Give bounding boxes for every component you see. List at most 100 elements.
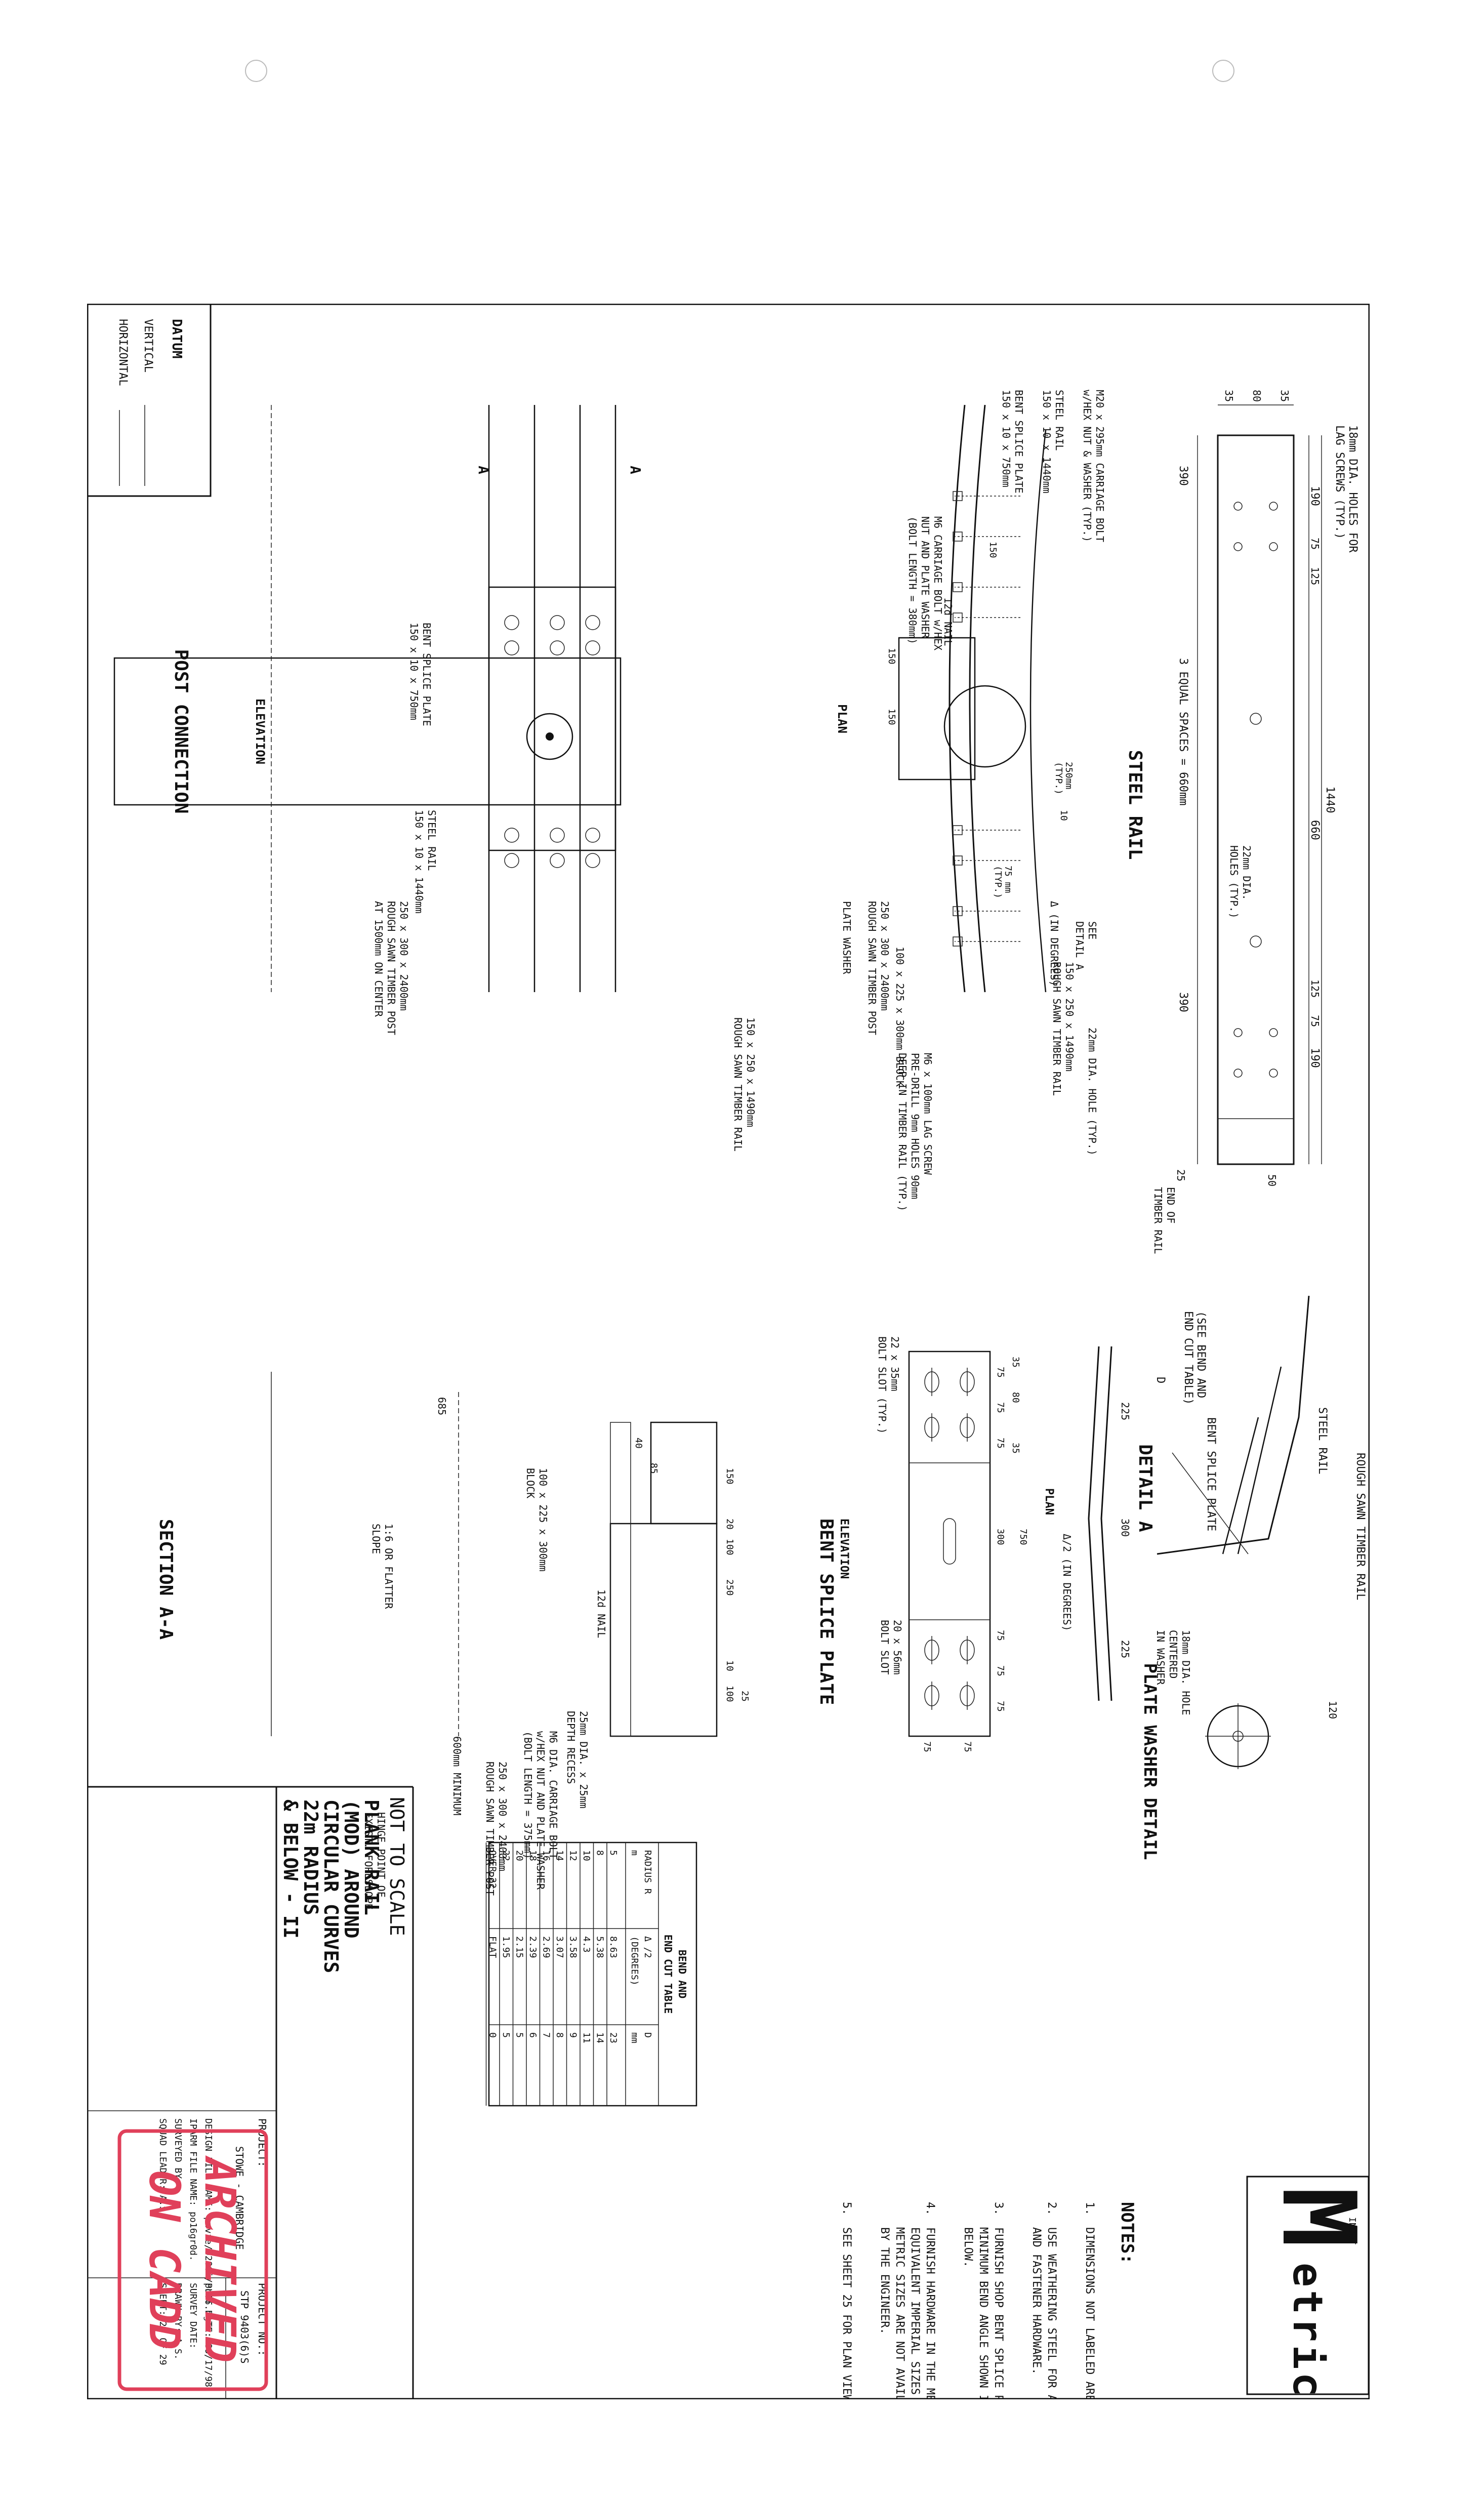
svg-text:BLOCK: BLOCK [524,1468,537,1498]
svg-text:225: 225 [1119,1402,1131,1420]
lag-hole [1269,542,1278,551]
bolt-hole [550,615,565,630]
plot-date: PLOT DATE: 09/17/98 [203,2283,214,2387]
svg-text:75: 75 [962,1741,973,1752]
note-line: BY THE ENGINEER. [878,2227,891,2335]
svg-text:150 x 10 x 750mm: 150 x 10 x 750mm [1000,390,1012,487]
svg-text:M6 x 100mm LAG SCREW: M6 x 100mm LAG SCREW [922,1053,934,1175]
svg-text:150 x 10 x 1440mm: 150 x 10 x 1440mm [1041,390,1053,494]
title-line: & BELOW - II [279,1799,302,1939]
svg-text:CENTERED: CENTERED [1167,1630,1179,1678]
archived-stamp: ARCHIVED ON CADD [117,2129,268,2391]
table-col-head: D [642,2032,653,2038]
svg-text:75: 75 [1309,1015,1321,1027]
note-number: 1. [1083,2202,1096,2216]
drawn-by: DRAWN BY: A.S. [173,2283,183,2360]
bolt-head [953,491,963,501]
svg-text:75: 75 [995,1402,1006,1413]
svg-text:10: 10 [1058,810,1069,821]
svg-text:3 EQUAL SPACES = 660mm: 3 EQUAL SPACES = 660mm [1177,658,1189,805]
table-cell: 2.69 [541,1936,552,1958]
survey-date: SURVEY DATE: [188,2283,198,2349]
svg-text:ROUGH SAWN TIMBER POST: ROUGH SAWN TIMBER POST [385,901,397,1035]
svg-text:(TYP.): (TYP.) [1053,762,1064,795]
svg-text:75: 75 [922,1741,932,1752]
table-title-1: BEND AND [676,1950,688,1998]
table-cell: 3.07 [554,1936,565,1958]
note-line: AND FASTENER HARDWARE. [1030,2227,1043,2374]
steel-rail-drawing: 1440 190 75 125 660 125 75 190 390 3 EQU… [1125,390,1359,1254]
sheet-number: SHEET: 26 OF 29 [157,2283,168,2365]
bolt-hole [504,615,519,630]
bolt-head [953,855,963,866]
svg-text:75: 75 [995,1367,1006,1378]
detail-a-title: DETAIL A [1135,1444,1156,1532]
datum-horizontal: HORIZONTAL [116,319,129,386]
svg-text:190: 190 [1308,1048,1321,1068]
svg-text:250 x 300 x 2400mm: 250 x 300 x 2400mm [879,901,891,1011]
table-cell: 23 [608,2032,619,2043]
svg-text:150 x 250 x 1490mm: 150 x 250 x 1490mm [1063,962,1076,1072]
svg-text:85: 85 [648,1463,659,1474]
svg-text:150 x 10 x 1440mm: 150 x 10 x 1440mm [413,810,425,914]
table-cell: 2.39 [527,1936,538,1958]
bolt-head [953,825,963,835]
datum-box: DATUM VERTICAL HORIZONTAL [87,304,212,497]
elevation-title: ELEVATION [253,699,267,764]
note-line: EQUIVALENT IMPERIAL SIZES MAY BE USED WH… [909,2227,921,2399]
table-title-2: END CUT TABLE [662,1935,674,2014]
table-col-head: Δ /2 [642,1936,653,1958]
bolt-head [953,936,963,947]
plan-drawing: M20 x 295mm CARRIAGE BOLT w/HEX NUT & WA… [835,390,1106,1211]
note-line: FURNISH SHOP BENT SPLICE PLATES. USE THE [992,2227,1005,2399]
svg-text:35: 35 [1223,390,1235,402]
bolt-hole [1250,713,1262,725]
center-slot [943,1518,956,1565]
steel-rail-title: STEEL RAIL [1125,750,1145,860]
note-line: MINIMUM BEND ANGLE SHOWN IN THE TABLE [977,2227,990,2399]
title-line: (MOD) AROUND [340,1799,362,1939]
svg-text:M6 CARRIAGE BOLT w/HEX: M6 CARRIAGE BOLT w/HEX [932,516,944,650]
svg-text:DEPTH RECESS: DEPTH RECESS [565,1711,577,1784]
svg-text:150: 150 [724,1468,735,1485]
bolt-hole [550,640,565,656]
table-cell: 12 [568,1850,579,1861]
stamp-line-2: ON CADD [140,2171,189,2350]
table-cell: 22 [501,1850,511,1861]
svg-text:STEEL RAIL: STEEL RAIL [426,810,438,871]
svg-text:22 x 35mm: 22 x 35mm [889,1336,901,1391]
svg-text:75: 75 [995,1630,1006,1641]
svg-text:BENT SPLICE PLATE: BENT SPLICE PLATE [1013,390,1025,494]
svg-text:BENT SPLICE PLATE: BENT SPLICE PLATE [421,623,433,726]
svg-text:STEEL RAIL: STEEL RAIL [1053,390,1065,451]
svg-text:300: 300 [1119,1519,1131,1537]
punch-hole-right [1212,60,1234,82]
section-aa-title: SECTION A-A [155,1519,176,1640]
table-cell: 8.63 [608,1936,619,1958]
svg-text:18mm DIA. HOLE: 18mm DIA. HOLE [1180,1630,1192,1715]
splice-elevation-title: ELEVATION [838,1519,850,1579]
table-cell: 18 [527,1850,538,1861]
svg-text:M6 DIA. CARRIAGE BOLT: M6 DIA. CARRIAGE BOLT [547,1731,559,1859]
svg-text:22mm DIA.: 22mm DIA. [1241,845,1253,900]
svg-text:100: 100 [724,1539,735,1555]
design-file: DESIGN FILE NAME: pzvie/9208i/po16.dgn [203,2118,214,2327]
note-line: SEE SHEET 25 FOR PLAN VIEW LAYOUT. [840,2227,853,2399]
svg-text:12d NAIL: 12d NAIL [595,1589,607,1638]
svg-text:120: 120 [1327,1701,1339,1719]
note-line: DIMENSIONS NOT LABELED ARE IN MILLIMETER… [1083,2227,1096,2399]
svg-text:80: 80 [1251,390,1263,402]
svg-text:BENT SPLICE PLATE: BENT SPLICE PLATE [1205,1417,1217,1531]
svg-text:BOLT SLOT (TYP.): BOLT SLOT (TYP.) [876,1336,888,1434]
note-line: FURNISH HARDWARE IN THE METRIC SIZES SHO… [924,2227,936,2399]
svg-text:125: 125 [1309,567,1321,585]
plan-title: PLAN [835,704,849,733]
table-cell: 16 [541,1850,552,1861]
svg-text:Δ (IN DEGREES): Δ (IN DEGREES) [1048,901,1060,987]
bolt-hole [585,640,600,656]
svg-text:250mm: 250mm [1063,762,1074,789]
svg-text:DETAIL A: DETAIL A [1074,921,1086,970]
svg-text:END CUT TABLE): END CUT TABLE) [1182,1311,1194,1405]
lag-hole [1269,502,1278,511]
